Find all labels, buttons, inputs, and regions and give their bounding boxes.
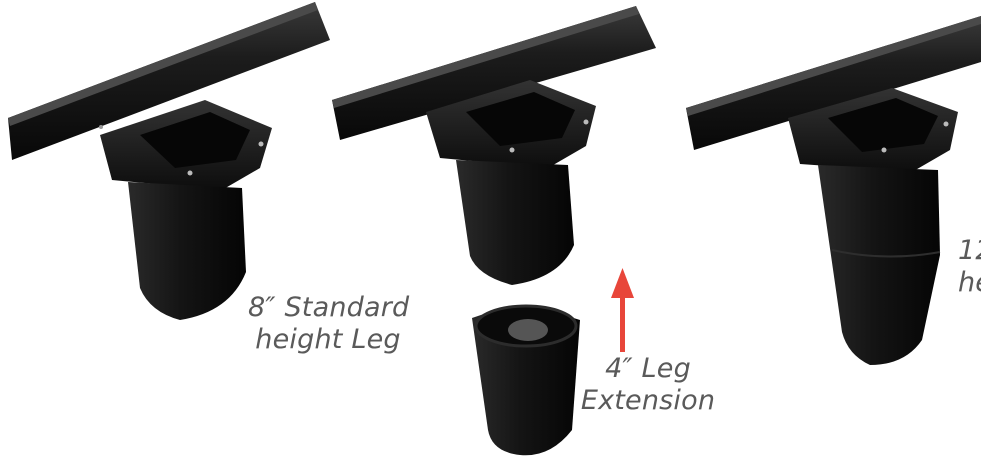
- bed-rail-left-top-edge: [8, 2, 318, 126]
- middle-leg-body: [456, 160, 574, 285]
- tall-leg-body: [818, 165, 940, 365]
- tall-leg-caption-partial: 12 he: [958, 235, 981, 299]
- bracket-screw: [943, 121, 949, 127]
- caption-line: 8″ Standard: [248, 292, 410, 323]
- bed-rail-middle-top-edge: [332, 6, 639, 108]
- caption-line: 12: [958, 235, 981, 266]
- caption-line: he: [958, 267, 981, 298]
- standard-leg-assembly: [8, 2, 330, 320]
- up-arrow-icon: [611, 268, 634, 352]
- standard-leg-body: [128, 182, 246, 320]
- bracket-screw: [258, 141, 264, 147]
- rail-screw: [99, 125, 103, 129]
- bed-rail-left: [8, 2, 330, 160]
- caption-line: height Leg: [255, 324, 401, 355]
- bracket-screw: [187, 170, 193, 176]
- caption-line: 4″ Leg: [605, 353, 691, 384]
- tall-leg-assembly: [686, 16, 981, 365]
- bracket-screw: [509, 147, 515, 153]
- leg-extension-caption: 4″ Leg Extension: [578, 353, 718, 417]
- bed-rail-right-top-edge: [686, 16, 981, 116]
- tall-leg-joint: [831, 249, 941, 258]
- caption-line: Extension: [580, 385, 716, 416]
- bracket-socket-middle: [466, 92, 575, 146]
- bed-rail-middle: [332, 6, 656, 140]
- bracket-socket-right: [828, 98, 938, 152]
- leg-extension-piece: [472, 304, 580, 456]
- standard-leg-caption: 8″ Standard height Leg: [248, 292, 410, 356]
- bracket-screw: [583, 119, 589, 125]
- bracket-socket-left: [140, 112, 250, 168]
- bed-rail-right: [686, 16, 981, 150]
- bracket-screw: [881, 147, 887, 153]
- extension-leg-assembly: [332, 6, 656, 456]
